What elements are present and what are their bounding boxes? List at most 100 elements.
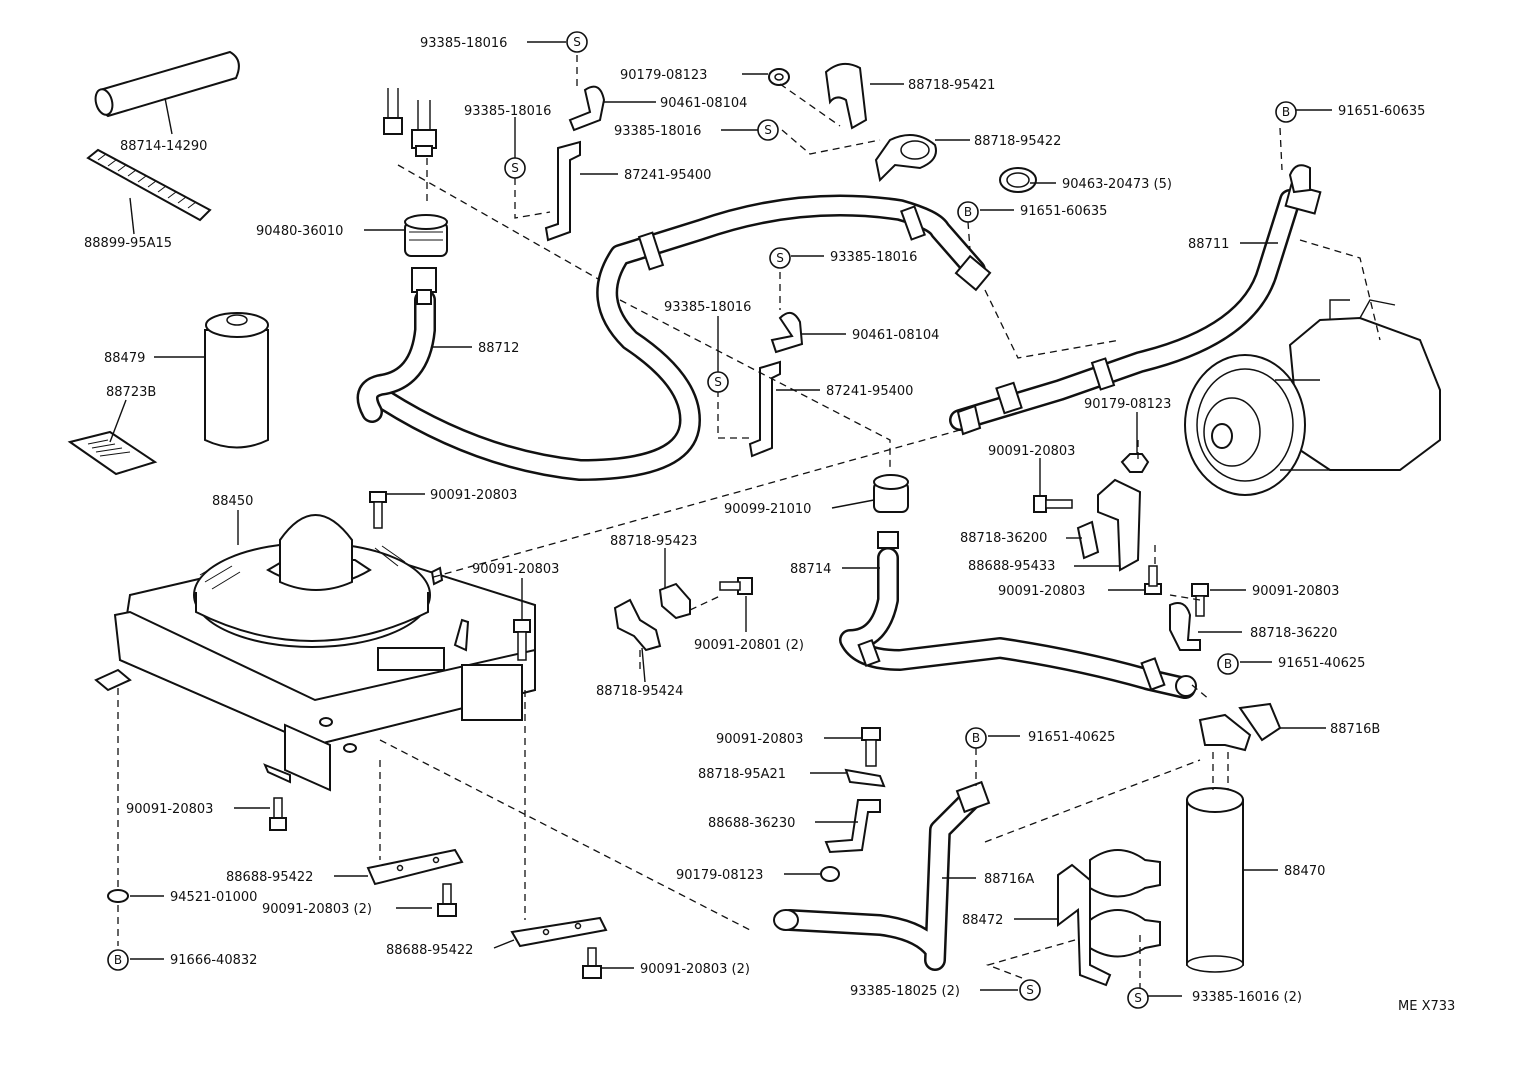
part-label: 93385-16016 (2) [1192,990,1302,1005]
part-label: 90099-21010 [724,502,811,517]
hose-88714 [839,531,1197,699]
cushion-90179-08123-a [768,68,790,86]
part-label: 90091-20803 [716,732,803,747]
clamp-88718-95422 [874,134,937,183]
part-label: 88712 [478,341,519,356]
hose-88716A [773,780,991,971]
part-label: 93385-18016 [420,36,507,51]
part-label: 90091-20803 [472,562,559,577]
clamp-88718-36220 [1169,602,1201,651]
plate-88688-95422-b [510,916,608,948]
symbol-s-letter: S [714,375,722,389]
part-label: 90461-08104 [852,328,939,343]
symbol-b-1: B [1275,101,1297,123]
part-label: 90179-08123 [620,68,707,83]
clamp-90461-08104-a [568,85,606,132]
symbol-s-3: S [757,119,779,141]
hose-88716B [1198,702,1282,752]
symbol-s-6: S [1019,979,1041,1001]
tube-fittings [383,88,437,157]
part-label: 88472 [962,913,1003,928]
symbol-b-letter: B [964,205,972,219]
part-label: 88718-95422 [974,134,1061,149]
symbol-b-3: B [1217,653,1239,675]
part-labels: 93385-18016 90179-08123 88718-95421 9165… [84,36,1455,1014]
part-label: 94521-01000 [170,890,257,905]
part-label: 90091-20803 [998,584,1085,599]
part-label: 91651-60635 [1020,204,1107,219]
part-label: 93385-18016 [614,124,701,139]
part-label: 88688-36230 [708,816,795,831]
part-label: 90179-08123 [1084,397,1171,412]
part-label: 88716A [984,872,1034,887]
bracket-88688-36230 [824,799,881,854]
clamp-88718-95A21 [844,768,886,788]
hose-88712 [374,194,992,481]
part-label: 90091-20803 [430,488,517,503]
grommet-90480-36010 [404,214,448,257]
part-label: 93385-18016 [664,300,751,315]
part-label: 88723B [106,385,156,400]
part-label: 88899-95A15 [84,236,172,251]
part-label: 90091-20803 [1252,584,1339,599]
part-label: 90179-08123 [676,868,763,883]
grommet-90099-21010 [873,474,909,513]
nut-90179-08123-c [820,866,840,882]
bracket-88472 [1057,849,1161,987]
symbol-b-letter: B [1224,657,1232,671]
symbol-s-letter: S [764,123,772,137]
reference-lines [117,55,1283,990]
part-label: 90091-20803 [126,802,213,817]
hose-88711 [949,164,1322,436]
part-label: 88470 [1284,864,1325,879]
part-label: 90091-20803 (2) [640,962,750,977]
part-label: 90091-20803 [988,444,1075,459]
part-label: 93385-18016 [464,104,551,119]
symbol-b-letter: B [972,731,980,745]
grommet-94521-01000 [107,889,129,903]
symbol-s-7: S [1127,987,1149,1009]
part-label: 88716B [1330,722,1380,737]
symbol-s-letter: S [776,251,784,265]
bracket-88718-36200 [1076,478,1142,572]
part-label: 88718-95A21 [698,767,786,782]
part-label: 87241-95400 [826,384,913,399]
symbol-b-letter: B [1282,105,1290,119]
bracket-88718-95424 [613,598,662,652]
part-label: 90091-20803 (2) [262,902,372,917]
reference-code: ME X733 [1398,999,1455,1014]
part-label: 87241-95400 [624,168,711,183]
filter-88479 [204,312,269,449]
leader-lines [109,41,1332,997]
bolt-90091-20803-h [437,883,457,917]
plate-88688-95422-a [366,848,464,886]
hose-clamp-90463-20473 [999,167,1037,193]
pipe-88714-14290 [94,50,240,118]
part-label: 90461-08104 [660,96,747,111]
part-label: 93385-18025 (2) [850,984,960,999]
part-label: 88718-36220 [1250,626,1337,641]
part-label: 91651-60635 [1338,104,1425,119]
symbol-s-letter: S [573,35,581,49]
bolt-90091-20803-b [513,619,531,661]
part-label: 88718-95424 [596,684,683,699]
symbol-s-5: S [707,371,729,393]
part-label: 88718-36200 [960,531,1047,546]
part-label: 93385-18016 [830,250,917,265]
compressor [1184,239,1441,496]
label-plate-88723B [67,430,158,476]
part-label: 91666-40832 [170,953,257,968]
bracket-87241-95400-a [544,140,581,242]
bolt-90091-20803-a [369,491,387,529]
symbol-s-letter: S [511,161,519,175]
part-label: 88688-95422 [226,870,313,885]
bracket-87241-95400-b [748,360,781,458]
part-label: 88688-95422 [386,943,473,958]
bolt-90091-20803-e [1191,583,1209,617]
symbol-s-1: S [566,31,588,53]
part-label: 88688-95433 [968,559,1055,574]
bolt-90091-20803-d [1144,565,1162,595]
clamp-88718-95421 [824,62,868,130]
part-label: 88711 [1188,237,1229,252]
